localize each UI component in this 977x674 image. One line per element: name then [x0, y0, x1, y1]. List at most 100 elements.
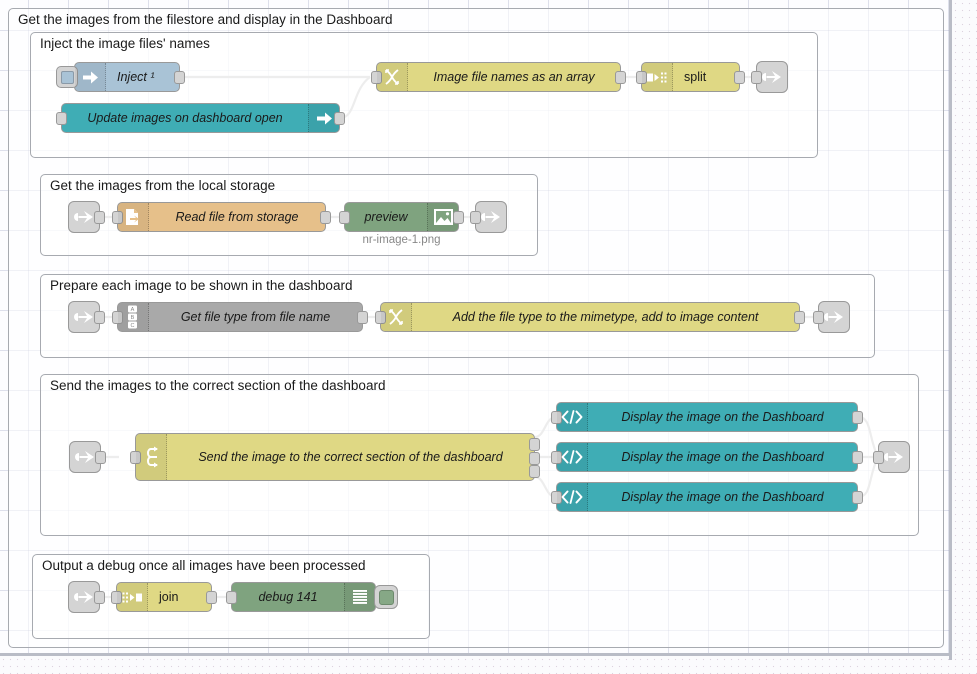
- svg-text:B: B: [130, 315, 134, 321]
- node-split-input-port[interactable]: [636, 70, 647, 84]
- inject-trigger-button[interactable]: [56, 66, 78, 88]
- node-join-input-port[interactable]: [111, 590, 122, 604]
- node-join[interactable]: join: [111, 582, 217, 612]
- group-storage-label: Get the images from the local storage: [50, 178, 276, 193]
- ui-control-arrow-glyph: [316, 112, 332, 124]
- node-split-label: split: [684, 70, 707, 84]
- node-file-read-input-port[interactable]: [112, 210, 123, 224]
- node-template-dashboard-2-label: Display the image on the Dashboard: [621, 450, 824, 464]
- node-link-out-4-input-port[interactable]: [873, 450, 884, 464]
- node-link-out-1[interactable]: [751, 61, 788, 93]
- node-switch-section-output-port-1[interactable]: [529, 438, 540, 451]
- node-template-dashboard-1[interactable]: Display the image on the Dashboard: [551, 402, 863, 432]
- node-split-output-port[interactable]: [734, 70, 745, 84]
- node-split[interactable]: split: [636, 62, 745, 92]
- debug-lines-glyph: [353, 590, 367, 604]
- link-in-icon: [74, 311, 93, 323]
- node-template-dashboard-3[interactable]: Display the image on the Dashboard: [551, 482, 863, 512]
- node-ui-control-input-port[interactable]: [56, 111, 67, 125]
- template-code-glyph: [561, 450, 583, 464]
- function-glyph: [389, 309, 403, 325]
- node-link-out-2-input-port[interactable]: [470, 210, 481, 224]
- template-code-glyph: [561, 410, 583, 424]
- node-file-read-output-port[interactable]: [320, 210, 331, 224]
- node-inject[interactable]: Inject ¹: [56, 62, 185, 92]
- debug-toggle-button[interactable]: [374, 585, 398, 609]
- node-function-mimetype-output-port[interactable]: [794, 310, 805, 324]
- function-icon: [381, 303, 412, 331]
- function-glyph: [385, 69, 399, 85]
- node-debug[interactable]: debug 141: [226, 582, 398, 612]
- image-preview-icon: [427, 203, 458, 231]
- node-switch-section[interactable]: Send the image to the correct section of…: [130, 433, 540, 481]
- node-link-in-2[interactable]: [68, 201, 105, 233]
- group-inject-label: Inject the image files' names: [40, 36, 210, 51]
- node-link-out-3-input-port[interactable]: [813, 310, 824, 324]
- node-debug-input-port[interactable]: [226, 590, 237, 604]
- switch-icon: [136, 434, 167, 480]
- node-change-filetype-label: Get file type from file name: [180, 310, 331, 324]
- node-preview-caption: nr-image-1.png: [362, 234, 441, 246]
- group-debug-output-label: Output a debug once all images have been…: [42, 558, 366, 573]
- debug-toggle-square-icon: [378, 589, 394, 605]
- node-link-in-5-output-port[interactable]: [94, 590, 105, 604]
- group-inject[interactable]: Inject the image files' names: [30, 32, 818, 158]
- node-change-filetype[interactable]: A B C Get file type from file name: [112, 302, 368, 332]
- inject-arrow-glyph: [82, 71, 98, 83]
- ui-control-arrow-icon: [308, 104, 339, 132]
- node-inject-output-port[interactable]: [174, 70, 185, 84]
- canvas-bottom-edge: [0, 653, 952, 656]
- node-template-dashboard-1-output-port[interactable]: [852, 410, 863, 424]
- node-link-out-1-input-port[interactable]: [751, 70, 762, 84]
- link-in-icon: [74, 211, 93, 223]
- node-link-in-3-output-port[interactable]: [94, 310, 105, 324]
- link-out-icon: [481, 211, 500, 223]
- node-switch-section-output-port-3[interactable]: [529, 465, 540, 478]
- image-preview-glyph: [433, 209, 453, 225]
- node-join-output-port[interactable]: [206, 590, 217, 604]
- node-function-mimetype[interactable]: Add the file type to the mimetype, add t…: [375, 302, 805, 332]
- node-link-in-2-output-port[interactable]: [94, 210, 105, 224]
- template-code-glyph: [561, 490, 583, 504]
- node-link-in-4-output-port[interactable]: [95, 450, 106, 464]
- template-code-icon: [557, 403, 588, 431]
- node-link-in-5[interactable]: [68, 581, 105, 613]
- inject-trigger-square-icon: [60, 70, 74, 84]
- join-glyph: [122, 592, 142, 602]
- split-glyph: [647, 72, 667, 82]
- file-in-icon: [118, 203, 149, 231]
- node-function-image-array[interactable]: Image file names as an array: [371, 62, 626, 92]
- switch-glyph: [147, 446, 158, 468]
- node-change-filetype-input-port[interactable]: [112, 310, 123, 324]
- node-preview[interactable]: preview: [339, 202, 464, 232]
- node-link-in-4[interactable]: [69, 441, 106, 473]
- node-function-image-array-input-port[interactable]: [371, 70, 382, 84]
- split-icon: [642, 63, 673, 91]
- node-join-label: join: [159, 590, 179, 604]
- node-function-mimetype-input-port[interactable]: [375, 310, 386, 324]
- node-function-mimetype-label: Add the file type to the mimetype, add t…: [452, 310, 759, 324]
- node-template-dashboard-2[interactable]: Display the image on the Dashboard: [551, 442, 863, 472]
- link-in-icon: [75, 451, 94, 463]
- node-switch-section-output-port-2[interactable]: [529, 451, 540, 465]
- node-switch-section-input-port[interactable]: [130, 450, 141, 464]
- node-link-out-3[interactable]: [813, 301, 850, 333]
- node-preview-output-port[interactable]: [453, 210, 464, 224]
- node-template-dashboard-2-output-port[interactable]: [852, 450, 863, 464]
- node-function-image-array-output-port[interactable]: [615, 70, 626, 84]
- node-template-dashboard-3-label: Display the image on the Dashboard: [621, 490, 824, 504]
- node-ui-control[interactable]: Update images on dashboard open: [56, 103, 345, 133]
- node-link-in-3[interactable]: [68, 301, 105, 333]
- node-ui-control-output-port[interactable]: [334, 111, 345, 125]
- node-file-read[interactable]: Read file from storage: [112, 202, 331, 232]
- node-template-dashboard-1-label: Display the image on the Dashboard: [621, 410, 824, 424]
- node-link-out-2[interactable]: [470, 201, 507, 233]
- link-in-icon: [74, 591, 93, 603]
- node-change-filetype-output-port[interactable]: [357, 310, 368, 324]
- node-link-out-4[interactable]: [873, 441, 910, 473]
- file-in-glyph: [126, 209, 139, 225]
- node-template-dashboard-3-output-port[interactable]: [852, 490, 863, 504]
- canvas-outside-area-bottom: [0, 656, 977, 674]
- node-ui-control-label: Update images on dashboard open: [87, 111, 283, 125]
- node-preview-input-port[interactable]: [339, 210, 350, 224]
